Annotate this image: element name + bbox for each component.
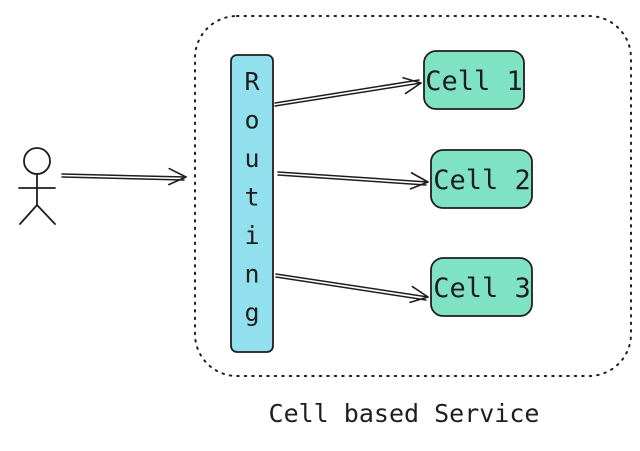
routing-to-cells-arrows (274, 76, 429, 304)
routing-letter: i (244, 221, 259, 250)
cell-2-box (430, 149, 533, 209)
cell-2-label: Cell 2 (433, 165, 531, 196)
arrow-to-cell-1 (274, 76, 422, 107)
cell-1: Cell 1 (423, 50, 525, 110)
routing-letter: n (244, 260, 259, 289)
cell-3-box (430, 257, 533, 317)
cell-1-label: Cell 1 (425, 66, 523, 97)
cell-1-box (423, 50, 525, 110)
arrow-to-cell-3 (275, 273, 429, 304)
routing-letter: t (244, 183, 259, 212)
user-icon (18, 147, 56, 225)
service-label: Cell based Service (269, 399, 540, 428)
service-boundary (194, 15, 632, 377)
cell-3: Cell 3 (430, 257, 533, 317)
cell-2: Cell 2 (430, 149, 533, 209)
user-to-routing-arrow (61, 167, 187, 186)
routing-letter: R (244, 67, 260, 96)
routing-bar (230, 54, 274, 353)
routing-letter: g (244, 298, 259, 327)
routing-letter: o (244, 106, 259, 135)
cell-3-label: Cell 3 (433, 273, 531, 304)
arrow-to-cell-2 (277, 171, 429, 190)
routing-letter: u (244, 144, 259, 173)
